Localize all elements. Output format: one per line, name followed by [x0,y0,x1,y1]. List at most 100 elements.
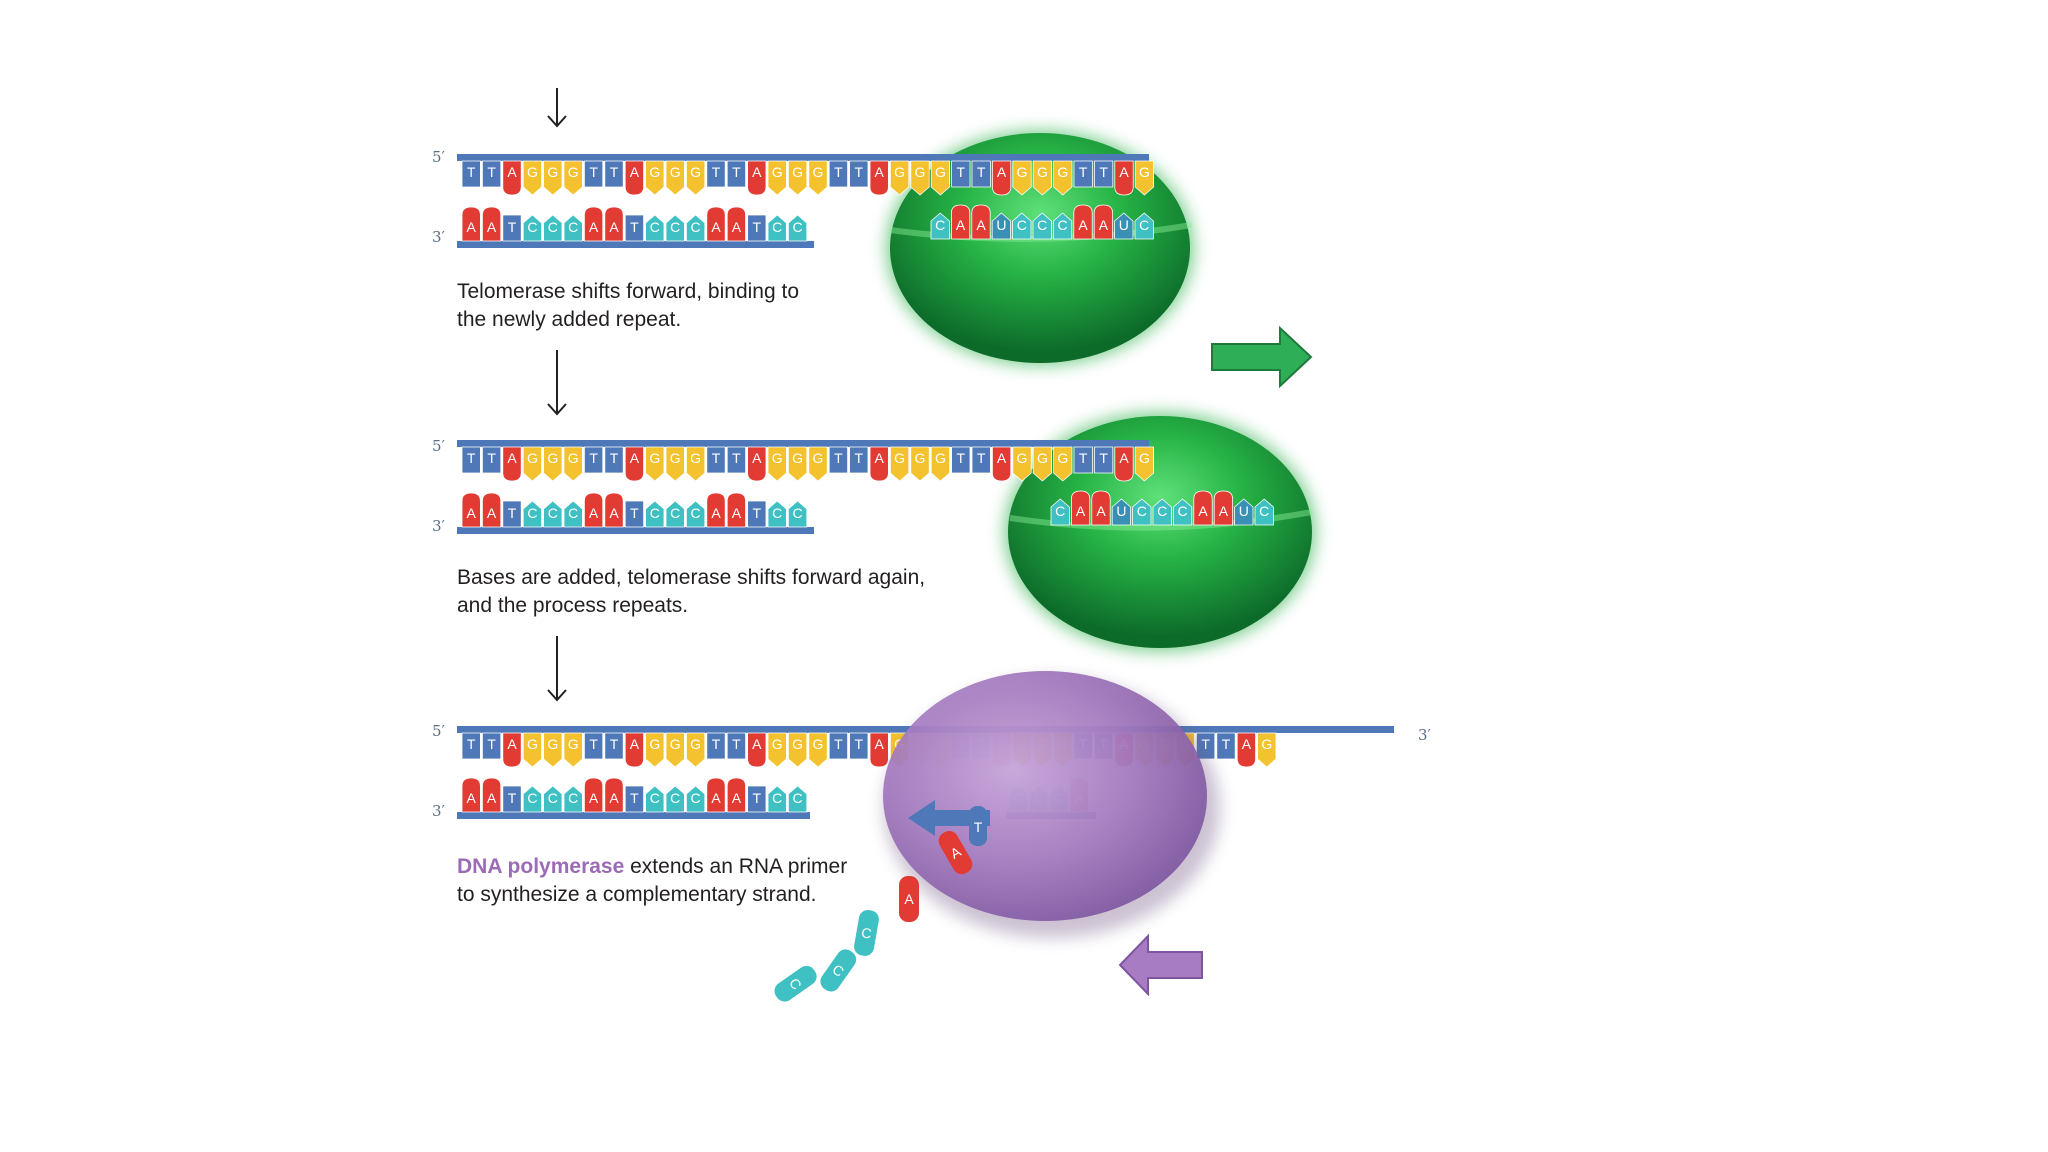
base-letter: G [649,736,660,752]
base-letter: C [772,505,782,521]
down-arrow-icon [547,636,567,702]
base-letter: A [904,891,914,907]
base-letter: A [589,219,599,235]
top-base: T [706,160,726,188]
top-base: T [461,732,481,760]
bottom-base: C [665,214,685,242]
top-base: G [543,732,563,768]
bottom-base: T [747,214,767,242]
base-letter: T [1201,736,1210,752]
base-letter: G [649,164,660,180]
base-letter: C [1058,217,1068,233]
base-letter: A [1198,503,1208,519]
rna-template-base: C [1012,212,1032,240]
bottom-base: A [726,492,746,528]
top-base: G [808,160,828,196]
bottom-base: T [624,500,644,528]
base-letter: A [507,736,517,752]
top-base: G [767,446,787,482]
top-base: T [726,732,746,760]
base-letter: G [772,736,783,752]
base-letter: A [1219,503,1229,519]
top-base: A [1114,160,1134,196]
top-base: T [604,160,624,188]
top-base: T [828,160,848,188]
base-letter: A [609,790,619,806]
base-letter: A [589,505,599,521]
base-letter: T [712,164,721,180]
caption-panel-1: Telomerase shifts forward, binding to th… [457,278,799,334]
free-nucleotide: C [774,965,817,1002]
base-letter: G [894,164,905,180]
base-letter: A [1096,503,1106,519]
bottom-base: C [788,785,808,813]
base-letter: C [548,505,558,521]
base-letter: C [691,790,701,806]
base-letter: T [630,219,639,235]
base-letter: T [508,219,517,235]
base-letter: G [527,164,538,180]
base-letter: T [1099,450,1108,466]
top-base: G [563,732,583,768]
base-letter: T [487,164,496,180]
top-base: A [624,732,644,768]
base-letter: G [772,450,783,466]
bottom-base: A [461,492,481,528]
top-base: A [869,446,889,482]
base-letter: G [547,450,558,466]
rna-template-base: C [1134,212,1154,240]
bottom-base: C [563,500,583,528]
top-base: T [1073,160,1093,188]
free-nucleotide: C [854,909,879,956]
caption-line: the newly added repeat. [457,308,682,331]
rna-template-base: A [1073,204,1093,240]
base-letter: C [772,219,782,235]
top-base: G [788,732,808,768]
base-letter: T [732,450,741,466]
base-letter: G [547,736,558,752]
base-letter: C [548,790,558,806]
base-letter: A [609,219,619,235]
top-base: G [930,446,950,482]
free-nucleotide: C [820,949,857,992]
top-base: G [1012,446,1032,482]
bottom-base: A [604,492,624,528]
base-letter: G [1017,164,1028,180]
base-letter: T [487,736,496,752]
base-letter: G [1139,450,1150,466]
base-letter: T [630,790,639,806]
base-letter: A [589,790,599,806]
bottom-base: A [604,777,624,813]
five-prime-label: 5′ [432,437,445,455]
bottom-base: C [767,500,787,528]
top-base: G [1053,446,1073,482]
base-letter: T [732,164,741,180]
bottom-base: A [726,206,746,242]
top-base: G [522,732,542,768]
base-letter: G [1261,736,1272,752]
base-letter: A [487,505,497,521]
top-base: G [767,160,787,196]
base-letter: T [589,450,598,466]
caption-text: extends an RNA primer [624,855,848,878]
polymerase-label: DNA polymerase [457,855,625,878]
base-letter: T [834,164,843,180]
bottom-base: A [726,777,746,813]
top-base: G [890,446,910,482]
rna-template-base: C [1173,498,1193,526]
top-base: G [522,446,542,482]
three-prime-label: 3′ [1418,726,1431,744]
top-base: G [930,160,950,196]
base-letter: C [650,505,660,521]
three-prime-label: 3′ [432,517,445,535]
base-letter: C [650,790,660,806]
free-nucleotide: A [938,830,973,875]
bottom-backbone [457,812,810,819]
bottom-base: T [502,214,522,242]
rna-template-base: C [1152,498,1172,526]
bottom-base: C [665,785,685,813]
base-letter: T [834,736,843,752]
bottom-base: T [502,500,522,528]
